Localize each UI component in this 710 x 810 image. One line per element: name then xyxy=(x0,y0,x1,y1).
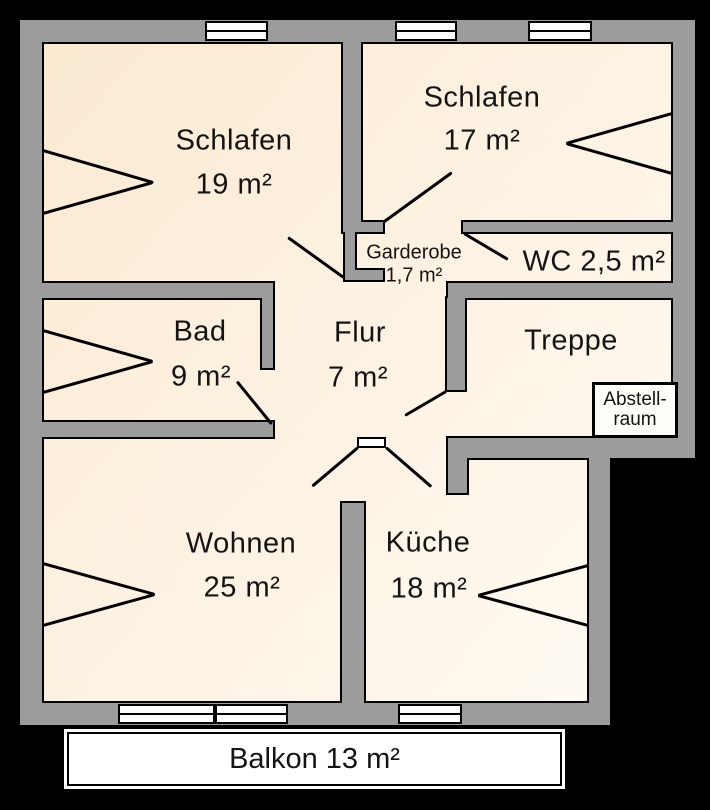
wall-top xyxy=(20,20,695,42)
room-label-treppe: Treppe xyxy=(524,324,618,357)
wall-treppe-bottom xyxy=(448,438,695,458)
room-label-schlafen17-area: 17 m² xyxy=(443,124,521,157)
room-label-abstellraum-line2: raum xyxy=(613,409,657,430)
wall-kueche-stub xyxy=(448,438,467,493)
wall-bad-right xyxy=(262,283,273,368)
room-label-wc: WC 2,5 m² xyxy=(522,245,666,278)
room-label-balkon: Balkon 13 m² xyxy=(229,742,400,775)
window-schlafen17-top-1 xyxy=(395,21,457,41)
wall-wc-bottom xyxy=(448,283,673,298)
entrance-door-leaf xyxy=(357,437,386,448)
window-midline xyxy=(400,713,460,715)
wall-wohnen-kueche-divider xyxy=(342,503,364,703)
balcony: Balkon 13 m² xyxy=(62,727,567,791)
room-label-schlafen19-name: Schlafen xyxy=(175,124,293,157)
wall-garderobe-left xyxy=(345,230,355,280)
wall-bad-top xyxy=(42,283,273,298)
wall-wc-top xyxy=(463,222,673,232)
room-label-kueche-name: Küche xyxy=(385,526,471,559)
window-midline xyxy=(397,30,455,32)
wall-garderobe-bottom xyxy=(345,270,383,280)
wall-treppe-left xyxy=(447,298,465,390)
wall-garderobe-top xyxy=(343,222,383,232)
wall-right-lower xyxy=(589,438,610,725)
wall-bedroom-divider xyxy=(343,42,361,232)
balcony-frame: Balkon 13 m² xyxy=(67,732,562,786)
window-kueche-bottom xyxy=(398,704,462,724)
room-label-garderobe-area: 1,7 m² xyxy=(385,264,443,287)
room-label-bad-name: Bad xyxy=(173,315,227,348)
wall-left xyxy=(20,20,42,725)
window-schlafen19-top xyxy=(205,21,268,41)
room-label-flur-name: Flur xyxy=(334,316,386,349)
window-midline xyxy=(120,713,286,715)
room-label-kueche-area: 18 m² xyxy=(390,572,468,605)
window-wohnen-bottom xyxy=(118,704,288,724)
wall-bad-bottom xyxy=(42,422,273,437)
wall-bottom xyxy=(20,703,610,725)
room-label-schlafen19-area: 19 m² xyxy=(195,168,273,201)
room-label-garderobe-name: Garderobe xyxy=(366,241,462,264)
room-label-flur-area: 7 m² xyxy=(328,361,388,394)
window-midline xyxy=(207,30,266,32)
window-midline xyxy=(530,30,590,32)
abstellraum-box: Abstell- raum xyxy=(592,382,678,438)
room-label-bad-area: 9 m² xyxy=(171,360,231,393)
window-schlafen17-top-2 xyxy=(528,21,592,41)
room-label-schlafen17-name: Schlafen xyxy=(423,81,541,114)
room-label-wohnen-name: Wohnen xyxy=(185,527,297,560)
window-divider xyxy=(213,705,217,723)
room-label-abstellraum-line1: Abstell- xyxy=(603,389,667,410)
wall-right-upper xyxy=(673,20,695,458)
room-label-wohnen-area: 25 m² xyxy=(203,571,281,604)
